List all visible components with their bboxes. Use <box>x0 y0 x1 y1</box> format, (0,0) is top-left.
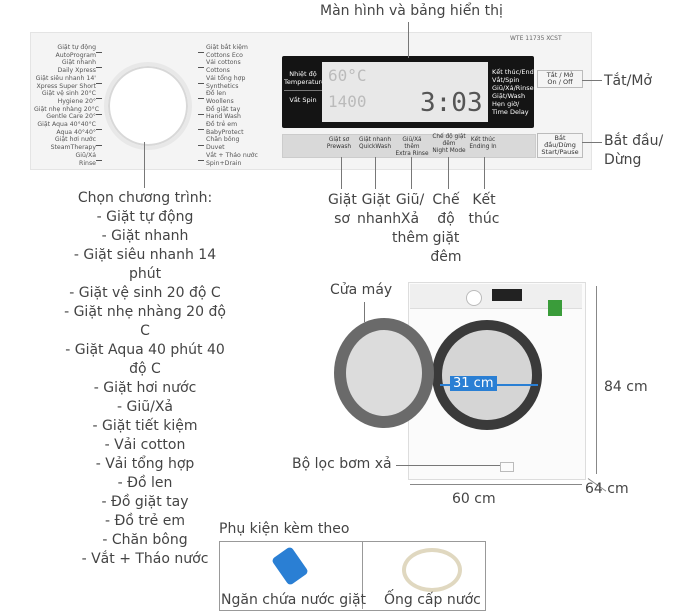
leader-line <box>582 142 602 143</box>
drum-size-label: 31 cm <box>450 376 497 391</box>
divider <box>362 541 363 609</box>
door-glass <box>346 330 422 416</box>
tick <box>198 129 204 130</box>
tick <box>96 52 102 53</box>
lcd-spin-speed: 1400 <box>328 92 367 111</box>
tick <box>198 145 204 146</box>
lcd-panel <box>322 62 488 122</box>
width-dimension-line <box>410 484 582 485</box>
tick <box>96 67 102 68</box>
tick <box>96 145 102 146</box>
leader-line <box>408 22 409 58</box>
tick <box>96 98 102 99</box>
drum-inner <box>442 330 532 420</box>
washer-screen-icon <box>492 289 522 301</box>
tick <box>96 83 102 84</box>
tick <box>198 83 204 84</box>
height-label: 84 cm <box>604 379 648 395</box>
lcd-temperature: 60°C <box>328 66 367 85</box>
display-callout: Màn hình và bảng hiển thị <box>320 3 503 19</box>
tick <box>198 52 204 53</box>
leader-line <box>448 157 449 189</box>
accessories-box <box>219 541 486 611</box>
height-dimension-line <box>596 286 597 474</box>
tick <box>198 98 204 99</box>
tick <box>96 114 102 115</box>
tick <box>96 129 102 130</box>
program-dial[interactable] <box>104 62 192 150</box>
depth-label: 64 cm <box>585 481 629 497</box>
leader-line <box>582 80 602 81</box>
accessory-detergent-drawer: Ngăn chứa nước giặt <box>221 592 367 608</box>
spin-label: Vắt Spin <box>289 96 317 104</box>
accessory-water-hose: Ống cấp nước <box>384 592 481 608</box>
tick <box>198 160 204 161</box>
tick <box>198 114 204 115</box>
leader-line <box>396 465 500 466</box>
accessories-title: Phụ kiện kèm theo <box>219 521 350 537</box>
leader-line <box>364 302 365 322</box>
leader-line <box>375 157 376 189</box>
door-callout: Cửa máy <box>330 282 393 298</box>
option-buttons-strip <box>282 134 536 158</box>
onoff-callout: Tắt/Mở <box>604 73 652 89</box>
drain-filter-icon <box>500 462 514 472</box>
water-hose-icon <box>402 548 462 592</box>
start-callout: Bắt đầu/Dừng <box>604 133 664 168</box>
tick <box>96 160 102 161</box>
energy-label-icon <box>548 300 562 316</box>
filter-callout: Bộ lọc bơm xả <box>292 456 392 472</box>
washer-dial-icon <box>466 290 482 306</box>
model-number: WTE 11735 XCST <box>510 35 562 42</box>
divider <box>284 90 322 91</box>
program-list: Chọn chương trình: - Giặt tự động- Giặt … <box>64 190 226 567</box>
temperature-label: Nhiệt độ Temperature <box>284 70 326 86</box>
leader-line <box>341 157 342 189</box>
tick <box>198 67 204 68</box>
leader-line <box>484 157 485 189</box>
lcd-time: 3:03 <box>420 88 483 118</box>
width-label: 60 cm <box>452 491 496 507</box>
leader-line <box>411 157 412 189</box>
leader-line <box>144 142 145 188</box>
